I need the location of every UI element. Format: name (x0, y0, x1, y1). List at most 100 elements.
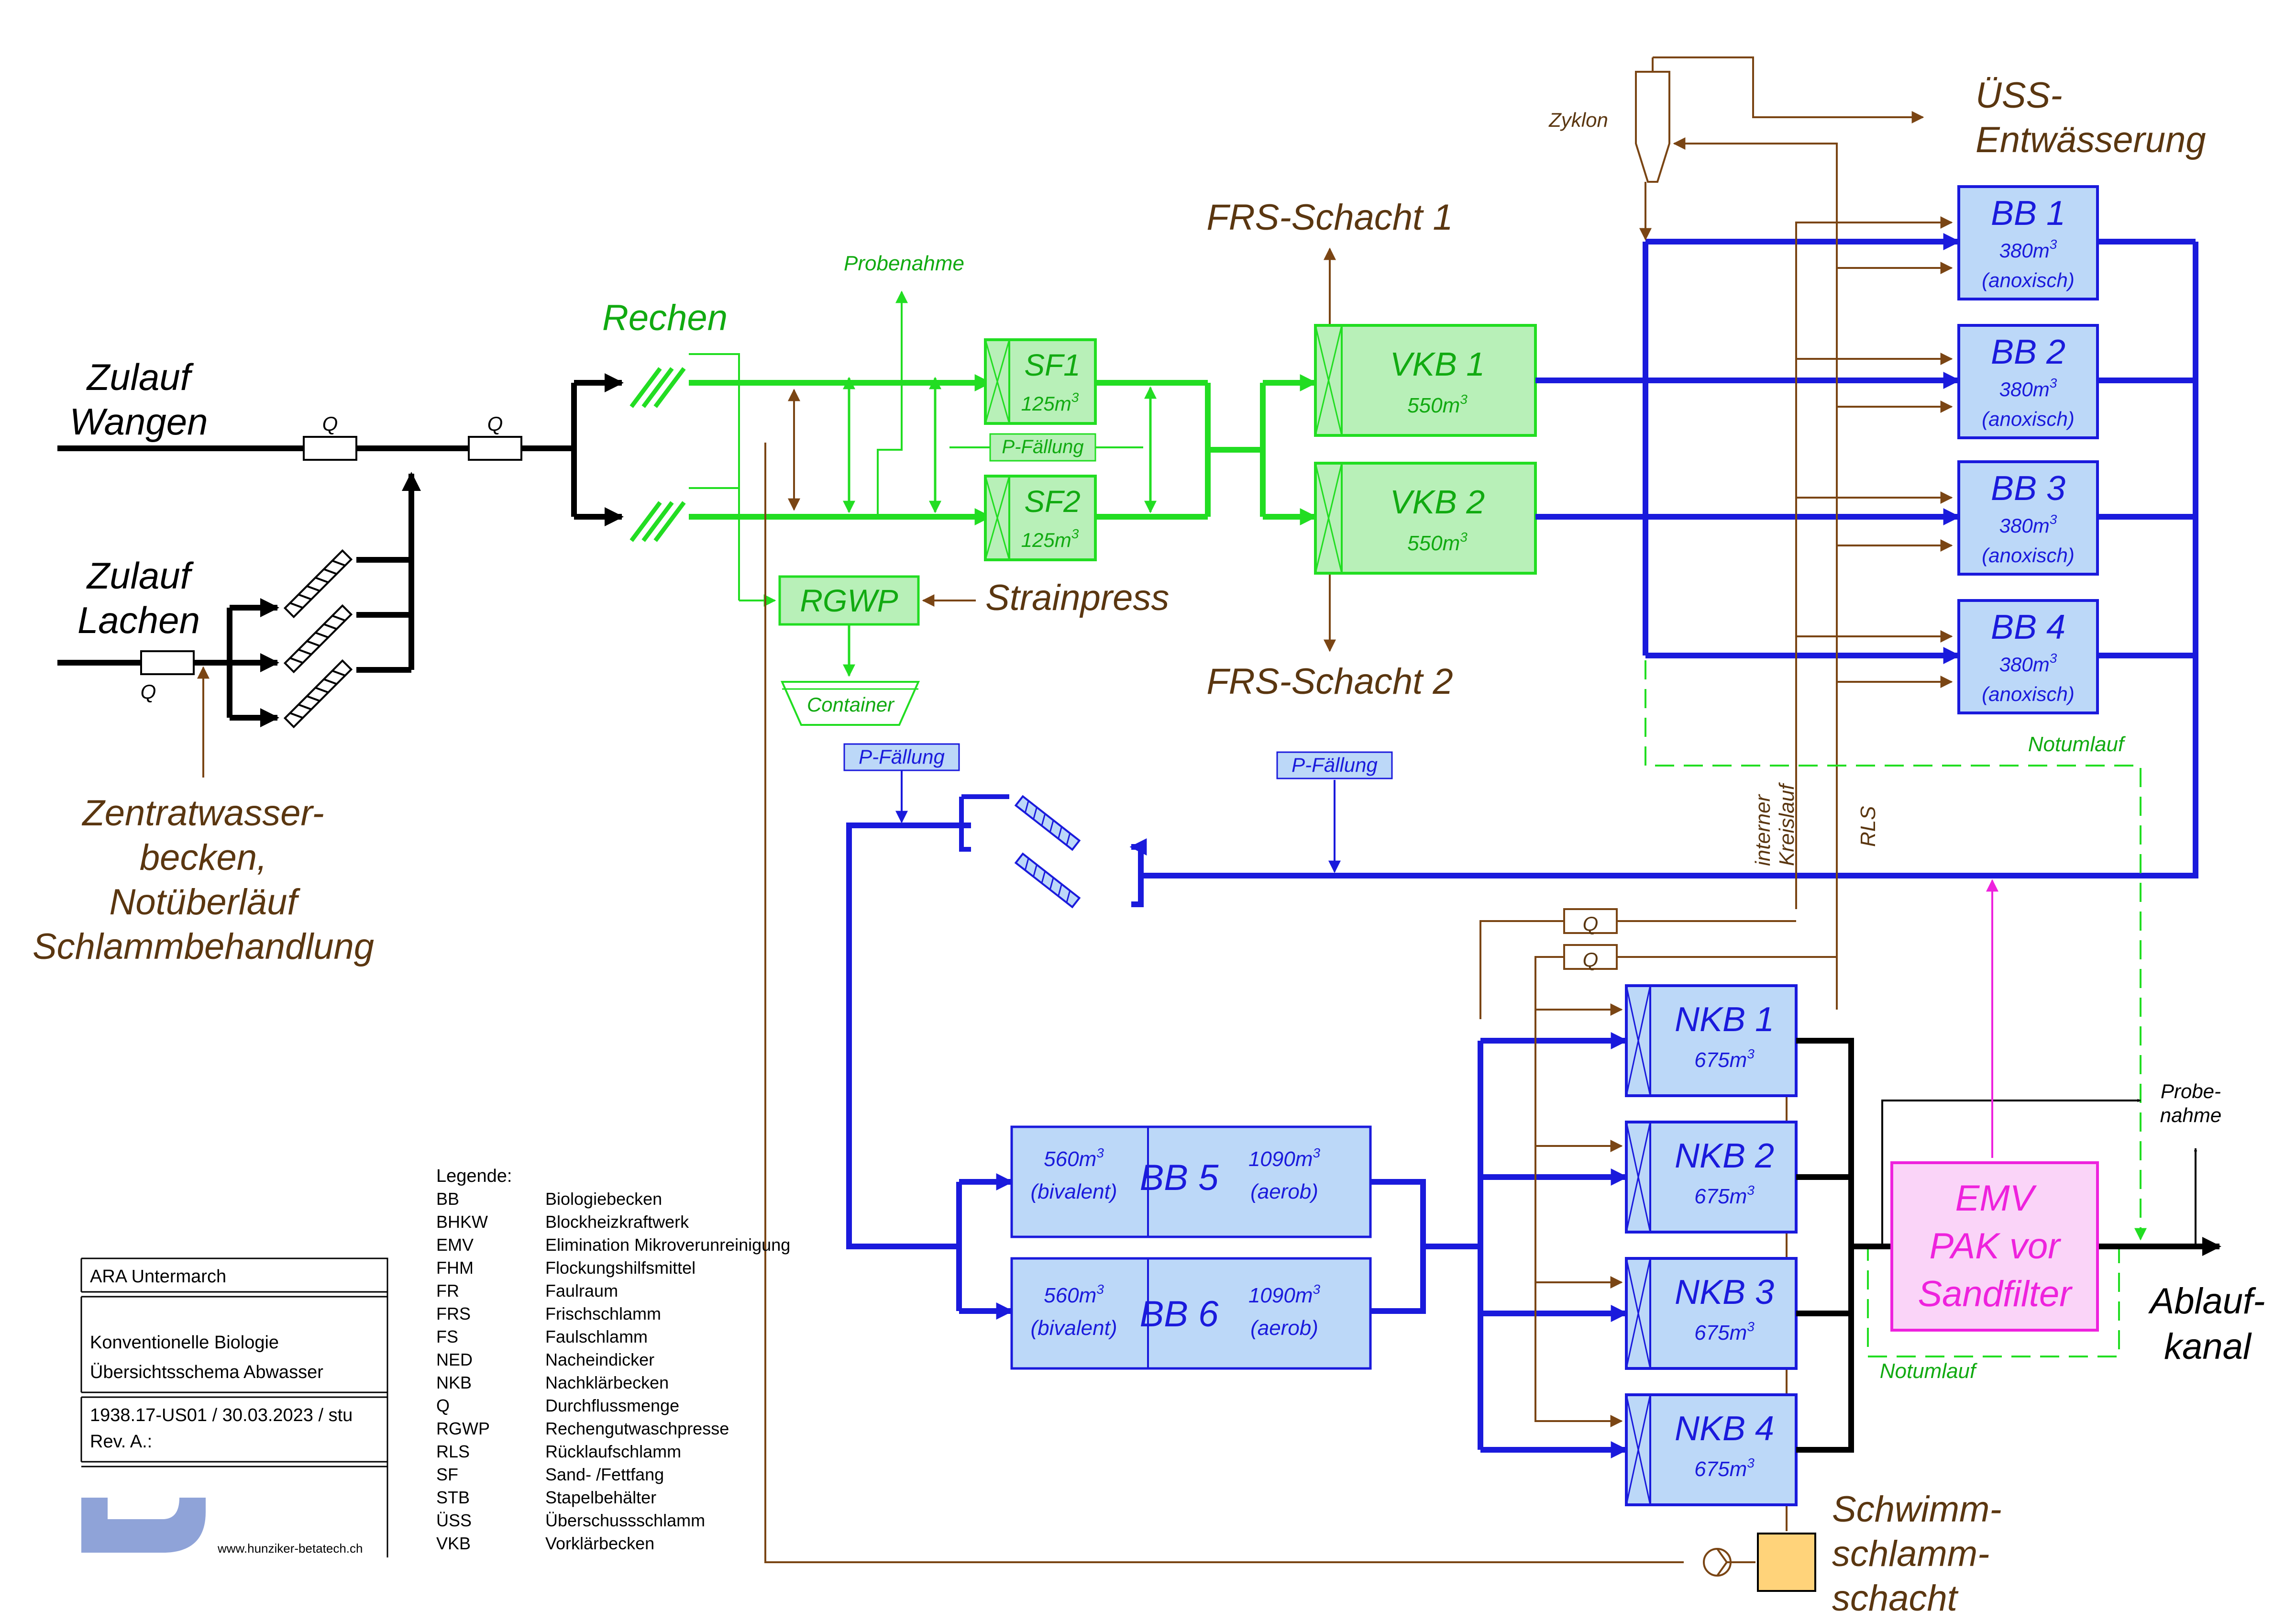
legend-abbr: NED (436, 1350, 473, 1369)
legend-abbr: VKB (436, 1534, 471, 1553)
nkb4-name: NKB 4 (1675, 1410, 1774, 1448)
sf1-volume: 125m3 (1021, 390, 1079, 415)
legend-abbr: FR (436, 1281, 459, 1301)
bb4-box: BB 4 380m3 (anoxisch) (1957, 599, 2099, 714)
bb1-name: BB 1 (1991, 194, 2065, 233)
project-name: ARA Untermarch (90, 1267, 226, 1287)
legend-abbr: Q (436, 1396, 450, 1415)
notumlauf-label-2: Notumlauf (1880, 1359, 1978, 1383)
legend-text: Blockheizkraftwerk (545, 1212, 689, 1232)
svg-text:560m3: 560m3 (1044, 1282, 1104, 1307)
legend-abbr: SF (436, 1465, 458, 1484)
drawing-ref: 1938.17-US01 / 30.03.2023 / stu (90, 1405, 353, 1425)
svg-text:Q: Q (1583, 912, 1599, 935)
vkb2-box: VKB 2 550m3 (1314, 462, 1537, 575)
svg-text:PAK vor: PAK vor (1929, 1226, 2061, 1267)
nkb1-volume: 675m3 (1694, 1046, 1755, 1072)
bb4-mode: (anoxisch) (1982, 683, 2075, 705)
legend-text: Sand- /Fettfang (545, 1465, 664, 1484)
legend-text: Nacheindicker (545, 1350, 654, 1369)
rechen-label: Rechen (602, 298, 728, 338)
labels: Zulauf Wangen Zulauf Lachen Q Q Q Zentra… (33, 75, 2265, 1619)
svg-text:560m3: 560m3 (1044, 1145, 1104, 1171)
bb6-box: BB 6 560m3 (bivalent) 1090m3 (aerob) (1010, 1257, 1372, 1370)
zyklon-label: Zyklon (1548, 109, 1608, 131)
vkb1-name: VKB 1 (1390, 345, 1485, 383)
legend-abbr: BHKW (436, 1212, 488, 1232)
company-website: www.hunziker-betatech.ch (217, 1541, 363, 1556)
svg-text:1090m3: 1090m3 (1248, 1145, 1321, 1171)
zyklon-symbol (1635, 71, 1670, 183)
zulauf-wangen-2: Wangen (69, 400, 208, 443)
legend-abbr: FRS (436, 1304, 471, 1323)
legend-text: Nachklärbecken (545, 1373, 669, 1392)
schwimmschlamm-schacht (1757, 1533, 1816, 1592)
legend-abbr: STB (436, 1488, 470, 1507)
svg-text:becken,: becken, (140, 837, 267, 878)
svg-text:Q: Q (487, 412, 503, 435)
legend-abbr: FS (436, 1327, 458, 1346)
svg-text:BB 5: BB 5 (1140, 1157, 1219, 1198)
svg-text:Schlammbehandlung: Schlammbehandlung (33, 926, 374, 967)
title-block: ARA Untermarch Konventionelle Biologie Ü… (80, 1257, 388, 1557)
svg-text:Sandfilter: Sandfilter (1918, 1274, 2073, 1314)
bb4-name: BB 4 (1991, 608, 2065, 646)
bb3-name: BB 3 (1991, 469, 2065, 508)
inlet-lines (57, 373, 624, 727)
company-logo (81, 1498, 206, 1553)
uss-label-1: ÜSS- (1976, 75, 2063, 116)
nkb2-name: NKB 2 (1675, 1137, 1774, 1175)
bb2-volume: 380m3 (1999, 376, 2057, 400)
nkb2-box: NKB 2 675m3 (1625, 1121, 1798, 1234)
legend-text: Rechengutwaschpresse (545, 1419, 729, 1438)
legend-text: Faulraum (545, 1281, 618, 1301)
bb3-volume: 380m3 (1999, 512, 2057, 537)
ablauf-label-1: Ablauf- (2148, 1281, 2265, 1322)
vkb2-volume: 550m3 (1407, 530, 1468, 555)
legend-title: Legende: (436, 1166, 512, 1186)
svg-text:Q: Q (322, 412, 338, 435)
zulauf-wangen-1: Zulauf (86, 356, 194, 398)
frs-schacht-1: FRS-Schacht 1 (1206, 197, 1453, 238)
legend-abbr: FHM (436, 1258, 474, 1278)
legend-abbr: EMV (436, 1235, 474, 1255)
probenahme-label: Probenahme (844, 252, 964, 275)
zulauf-lachen-2: Lachen (77, 599, 200, 641)
svg-text:(bivalent): (bivalent) (1031, 1180, 1117, 1203)
p-faellung-green-badge: P-Fällung (989, 433, 1096, 462)
schwimm-label-2: schlamm- (1832, 1534, 1989, 1574)
sf2-box: SF2 125m3 (984, 475, 1097, 561)
nkb2-volume: 675m3 (1694, 1183, 1755, 1208)
sf1-box: SF1 125m3 (984, 338, 1097, 425)
svg-text:(aerob): (aerob) (1250, 1316, 1318, 1340)
bar-screens-biology (1014, 795, 1081, 909)
svg-text:RGWP: RGWP (800, 583, 898, 618)
p-faellung-badge-2: P-Fällung (1276, 751, 1393, 779)
bb4-volume: 380m3 (1999, 651, 2057, 676)
bb1-volume: 380m3 (1999, 237, 2057, 262)
svg-text:(aerob): (aerob) (1250, 1180, 1318, 1203)
notumlauf-label-1: Notumlauf (2028, 733, 2126, 756)
legend-abbr: RLS (436, 1442, 470, 1461)
legend-text: Rücklaufschlamm (545, 1442, 681, 1461)
brown-lines (1479, 56, 1953, 1577)
svg-text:BB 6: BB 6 (1140, 1294, 1219, 1334)
svg-text:P-Fällung: P-Fällung (859, 745, 945, 768)
bb5-box: BB 5 560m3 (bivalent) 1090m3 (aerob) (1010, 1125, 1372, 1238)
frs-schacht-2: FRS-Schacht 2 (1206, 661, 1453, 702)
svg-text:P-Fällung: P-Fällung (1292, 754, 1378, 776)
drawing-desc-2: Übersichtsschema Abwasser (90, 1362, 323, 1382)
container-symbol: Container (780, 681, 920, 726)
outlet-lines (1796, 1038, 2221, 1453)
legend-text: Elimination Mikroverunreinigung (545, 1235, 790, 1255)
legend-text: Vorklärbecken (545, 1534, 654, 1553)
probenahme-outlet-1: Probe- (2161, 1080, 2221, 1102)
bar-screens-lachen (283, 549, 353, 729)
